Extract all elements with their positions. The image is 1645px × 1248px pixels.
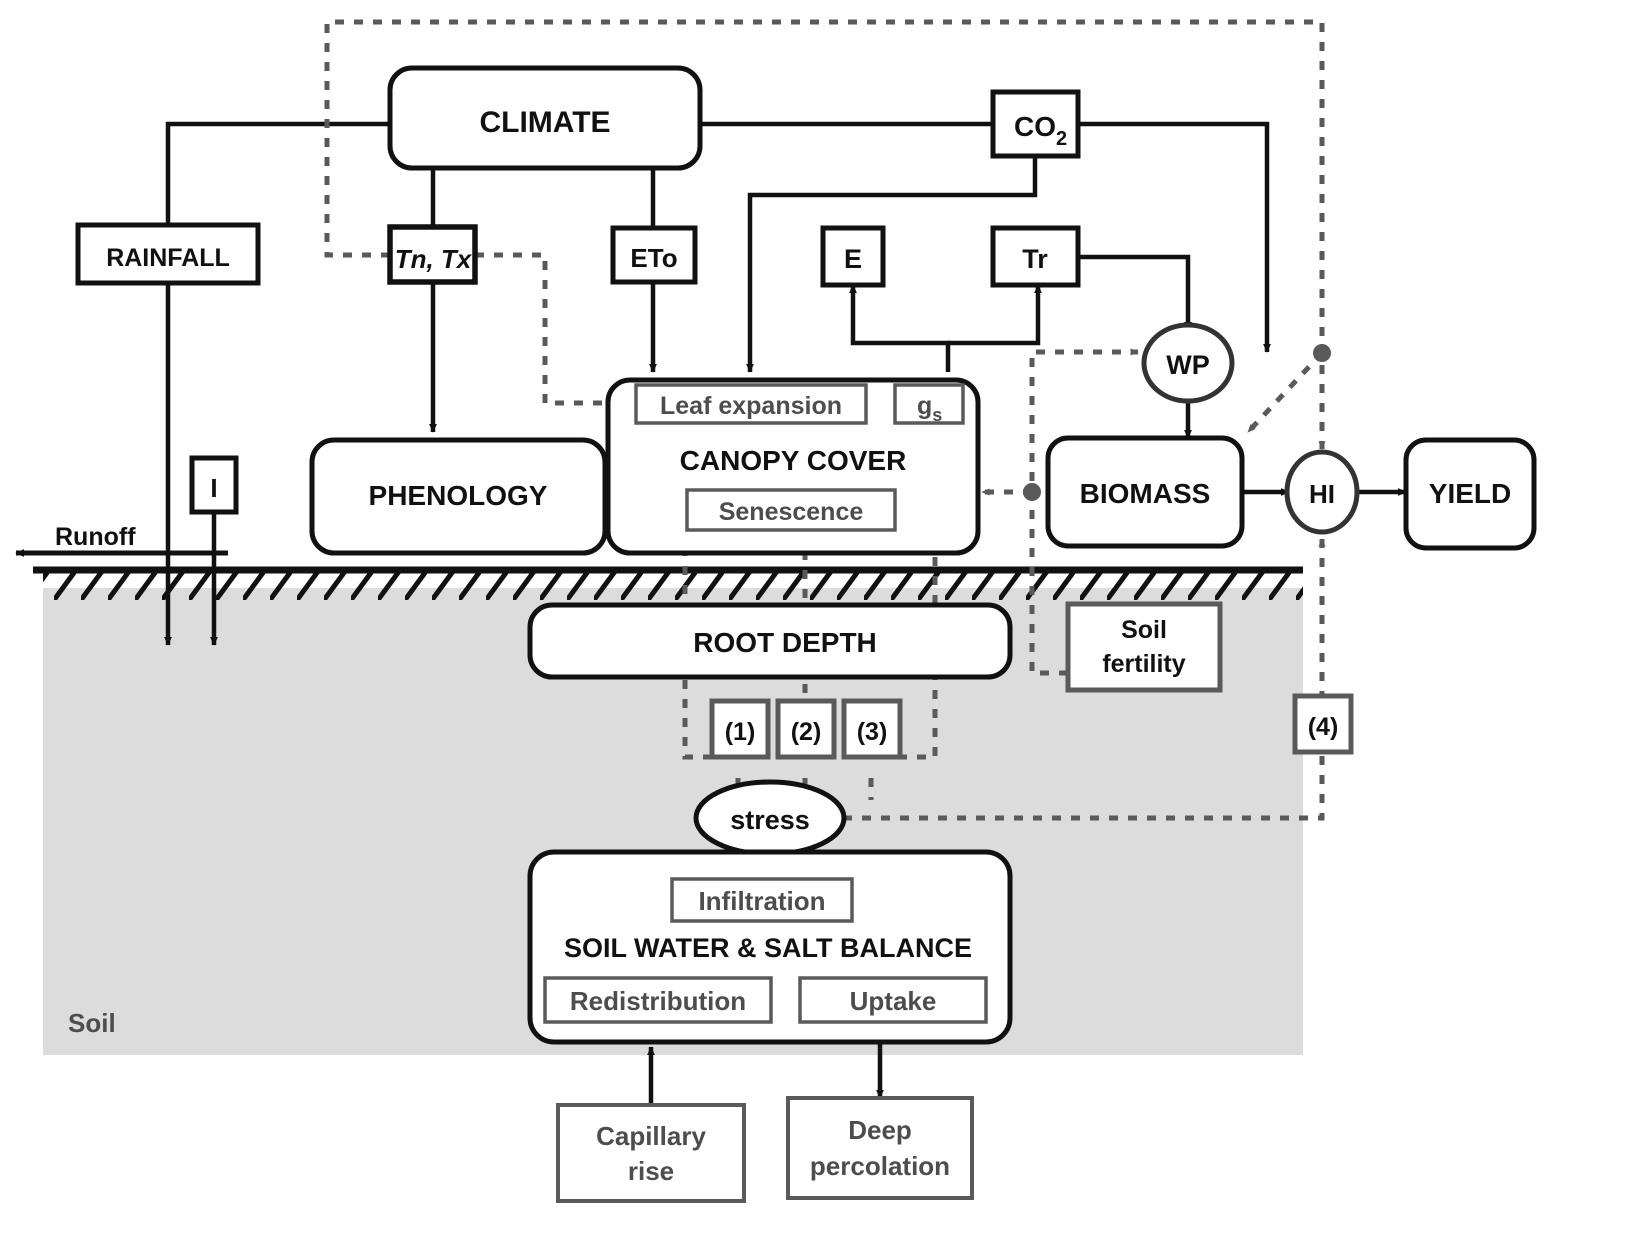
node-e[interactable] [820,225,886,288]
node-irrigation[interactable] [189,455,239,515]
senescence-label: Senescence [719,498,864,526]
runoff-label: Runoff [55,523,136,551]
canopy-cover-label: CANOPY COVER [680,445,907,476]
irrigation-label: I [210,473,217,503]
dot-junction-right [1313,344,1331,362]
dotted-tntx-leaf [475,252,629,407]
node-gs[interactable] [893,383,965,425]
eto-label: ETo [630,243,677,273]
node-stress-3[interactable] [841,698,903,760]
redistribution-label: Redistribution [570,986,746,1016]
node-wp[interactable] [1141,322,1235,404]
stress-label: stress [730,805,810,835]
dotted-1-to-leaf [681,431,712,760]
capillary-rise-label-1: Capillary [596,1121,706,1151]
link-co2-canopy [746,156,1038,373]
node-stress-2[interactable] [775,698,837,760]
link-co2-wp [1078,121,1271,353]
node-rainfall[interactable] [75,222,261,286]
node-soil-fertility[interactable] [1065,601,1223,693]
node-stress-4[interactable] [1292,693,1354,755]
uptake-label: Uptake [850,986,937,1016]
node-yield[interactable] [1403,437,1537,551]
root-depth-label: ROOT DEPTH [693,627,877,658]
node-co2[interactable] [990,89,1081,159]
node-eto[interactable] [610,225,698,285]
dotted-soilfert-trunk [1029,348,1139,676]
node-deep-percolation[interactable] [786,1096,974,1200]
capillary-rise-label-2: rise [628,1156,674,1186]
node-senescence[interactable] [685,488,897,532]
link-tr-wp [1078,254,1192,331]
node-tr[interactable] [990,225,1081,288]
infiltration-label: Infiltration [698,886,825,916]
node-hi[interactable] [1284,449,1360,535]
soil-fertility-label-2: fertility [1102,650,1185,678]
soil-water-balance-label: SOIL WATER & SALT BALANCE [564,933,972,963]
node-tntx[interactable] [387,224,478,285]
tr-label: Tr [1022,244,1048,274]
wp-label: WP [1166,350,1210,380]
deep-percolation-label-2: percolation [810,1151,950,1181]
soil-label: Soil [68,1008,116,1038]
link-canopy-junction [849,284,951,372]
stress-4-label: (4) [1308,713,1339,741]
dotted-right-to-biomass [1246,351,1324,434]
dotted-stress-to-4 [843,740,1325,821]
node-leaf-expansion[interactable] [634,383,868,425]
co2-label: CO2 [1014,111,1067,150]
tntx-label: Tn, Tx [395,244,473,274]
node-capillary-rise[interactable] [556,1103,746,1203]
link-junction-tr [948,284,1042,346]
link-climate-rainfall [165,121,390,225]
leaf-expansion-label: Leaf expansion [660,392,842,420]
ground-hatching [43,570,1303,600]
gs-label: gs [917,392,942,425]
hi-label: HI [1309,479,1335,509]
node-phenology[interactable] [309,437,608,556]
stress-1-label: (1) [725,718,756,746]
yield-label: YIELD [1429,478,1511,509]
dot-junction-soilfert [1023,483,1041,501]
node-redistribution[interactable] [543,976,773,1024]
stress-2-label: (2) [791,718,822,746]
node-biomass[interactable] [1045,435,1245,549]
node-stress-1[interactable] [709,698,771,760]
node-infiltration[interactable] [670,877,854,923]
phenology-label: PHENOLOGY [369,480,548,511]
rainfall-label: RAINFALL [106,244,230,272]
node-climate[interactable] [387,65,703,171]
node-uptake[interactable] [798,976,988,1024]
node-root-depth[interactable] [527,602,1013,680]
soil-fertility-label-1: Soil [1121,616,1167,644]
climate-label: CLIMATE [479,106,610,139]
dotted-top-loop [324,19,1325,346]
e-label: E [844,244,862,274]
deep-percolation-label-1: Deep [848,1115,912,1145]
stress-3-label: (3) [857,718,888,746]
biomass-label: BIOMASS [1080,478,1211,509]
